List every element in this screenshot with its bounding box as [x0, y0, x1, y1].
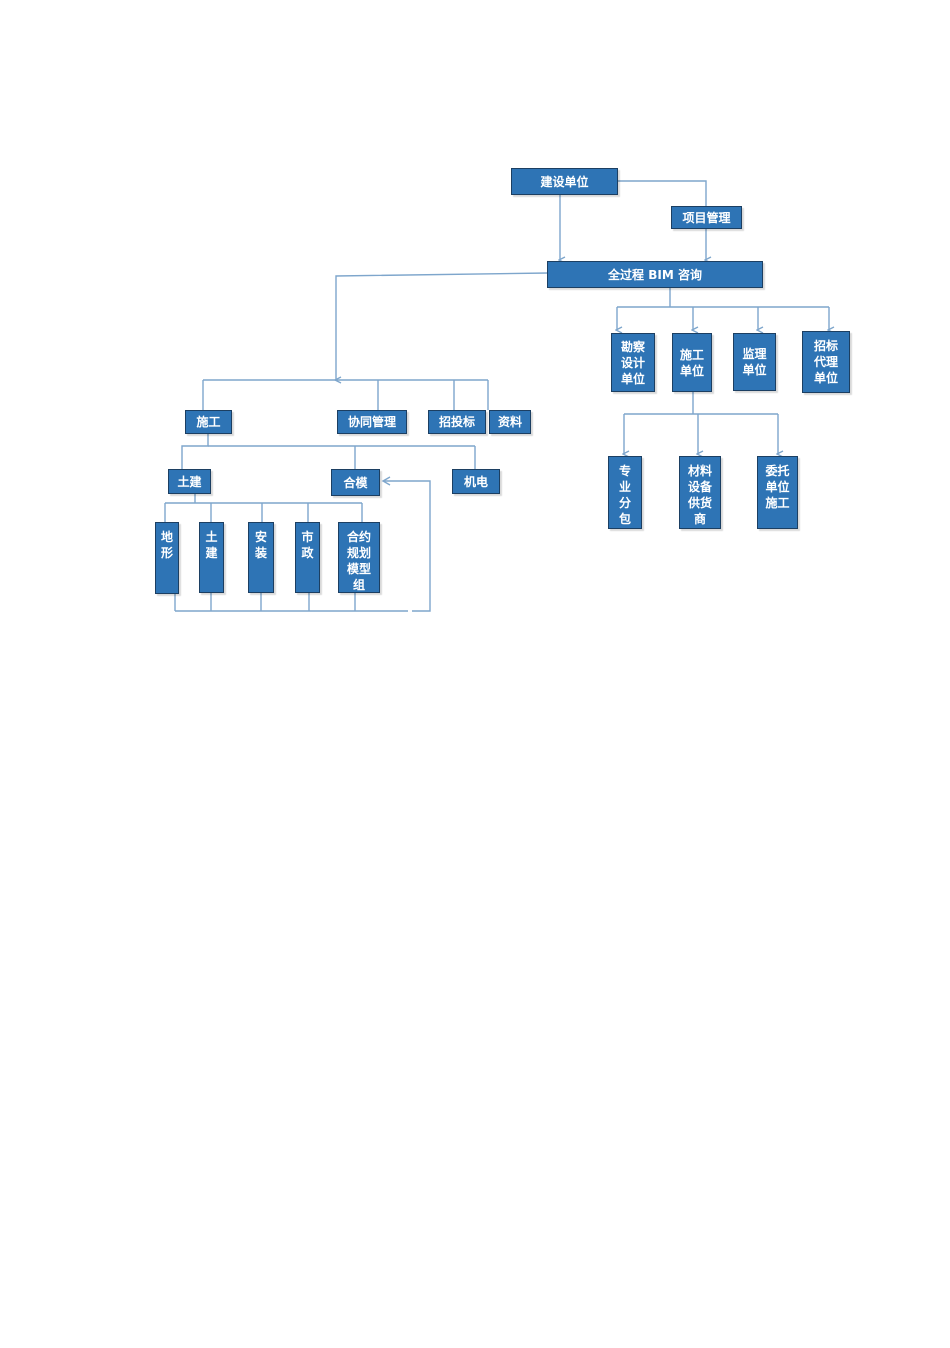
node-civil-group: 土 建 [199, 522, 224, 593]
connector [181, 433, 209, 469]
node-professional-subcontract: 专 业 分 包 [608, 456, 642, 529]
node-civil: 土建 [168, 469, 211, 494]
node-installation: 安 装 [248, 522, 274, 593]
node-bidding-agent: 招标 代理 单位 [802, 331, 850, 393]
node-mep: 机电 [452, 469, 500, 494]
node-project-management: 项目管理 [671, 206, 742, 229]
node-model-merge: 合模 [331, 469, 380, 496]
node-owner: 建设单位 [511, 168, 618, 195]
node-survey-design-unit: 勘察 设计 单位 [611, 333, 655, 392]
node-construction-unit: 施工 单位 [672, 333, 712, 392]
node-municipal: 市 政 [295, 522, 320, 593]
node-supervision-unit: 监理 单位 [733, 333, 776, 391]
node-construction: 施工 [185, 410, 232, 434]
node-terrain: 地 形 [155, 522, 179, 594]
node-contract-planning-model-group: 合约 规划 模型 组 [338, 522, 380, 593]
node-documents: 资料 [489, 410, 531, 434]
node-collab-management: 协同管理 [337, 410, 407, 434]
node-material-equipment-supplier: 材料 设备 供货 商 [679, 456, 721, 529]
connector [336, 272, 549, 380]
node-bim-consulting: 全过程 BIM 咨询 [547, 261, 763, 288]
connector [384, 480, 431, 612]
node-entrusted-construction: 委托 单位 施工 [757, 456, 798, 529]
node-bidding: 招投标 [428, 410, 486, 434]
connector [617, 180, 707, 206]
